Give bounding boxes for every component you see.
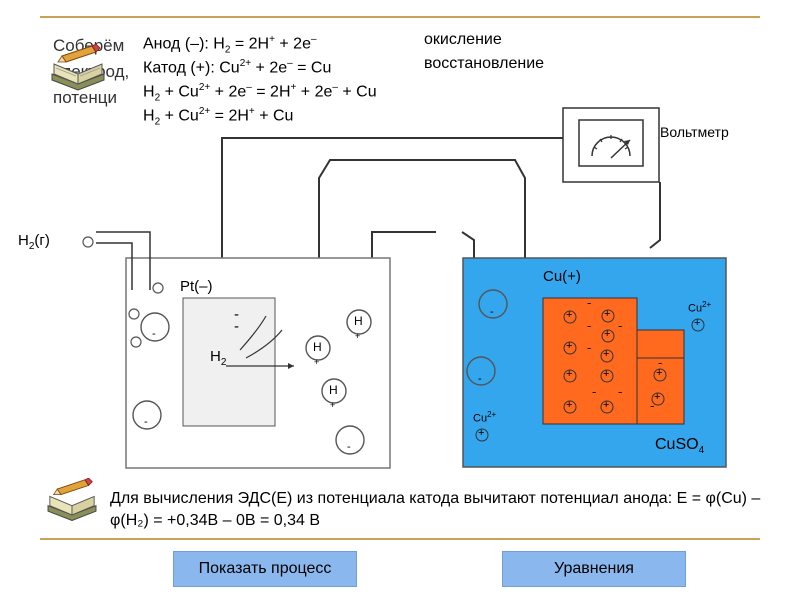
electron-charge: - [618,384,623,399]
h-ion-label: H [313,340,322,354]
book-pencil-icon [51,44,105,91]
intro-line-3: потенци [53,88,117,107]
cation-plus: + [656,367,663,379]
cu-ion-label: Cu2+ [473,410,497,425]
cuso4-label: CuSO4 [655,436,705,457]
equations-button[interactable]: Уравнения [502,551,686,587]
cation-plus: + [566,340,573,352]
h-ion-charge: + [355,331,361,341]
platinum-electrode [182,297,276,427]
cu-ion-label: Cu2+ [688,300,712,315]
show-process-button[interactable]: Показать процесс [173,551,357,587]
book-pencil-icon [47,478,97,521]
intro-line-1: Соберём [53,36,125,55]
electron-charge: - [587,295,592,310]
connecting-wires [221,137,661,300]
anion-minus: - [347,441,351,453]
cation-plus: + [478,427,485,439]
h-ion-label: H [329,383,338,397]
copper-electrode-main [542,297,638,425]
electron-charge: - [618,318,623,333]
cation-plus: + [603,399,610,411]
cation-plus: + [603,368,610,380]
h2-on-electrode-label: H2 [210,348,227,368]
electron-charge: - [587,318,592,333]
electron-charge: - [592,384,597,399]
h-ion-charge: + [330,400,336,410]
cation-plus: + [694,317,701,329]
electron-charge: - [650,398,655,413]
emf-explanation: Для вычисления ЭДС(E) из потенциала като… [110,490,761,529]
cu-electrode-label: Cu(+) [543,268,581,285]
cation-plus: + [603,348,610,360]
anion-minus: - [478,373,482,385]
h-ion-charge: + [314,357,320,367]
sum-equation-2: H2 + Cu2+ = 2H+ + Cu [143,106,294,128]
cation-plus: + [604,328,611,340]
cation-plus: + [604,308,611,320]
anion-minus: - [490,306,494,318]
anode-equation: Анод (–): H2 = 2H+ + 2e– [143,34,317,56]
bottom-divider [40,538,760,540]
h-ion-label: H [354,314,363,328]
electron-charge: - [234,318,239,335]
anion-minus: - [144,416,148,428]
h2-gas-label: H2(г) [18,232,50,252]
h2-inlet-tube [96,242,133,290]
sum-equation-1: H2 + Cu2+ + 2e– = 2H+ + 2e– + Cu [143,82,377,104]
cathode-equation: Катод (+): Cu2+ + 2e– = Cu [143,58,332,77]
voltmeter-label: Вольтметр [660,124,729,140]
anode-note: окисление [424,31,502,48]
anion-minus: - [152,328,156,340]
cation-plus: + [654,391,661,403]
cation-plus: + [566,309,573,321]
electron-charge: - [587,340,592,355]
cation-plus: + [566,368,573,380]
electron-charge: - [234,306,239,323]
top-divider [40,16,760,18]
electron-charge: - [658,355,663,370]
cathode-note: восстановление [424,55,545,72]
pt-electrode-label: Pt(–) [180,278,213,295]
equations-panel [138,28,583,126]
cation-plus: + [566,399,573,411]
voltmeter-dial [578,119,644,167]
